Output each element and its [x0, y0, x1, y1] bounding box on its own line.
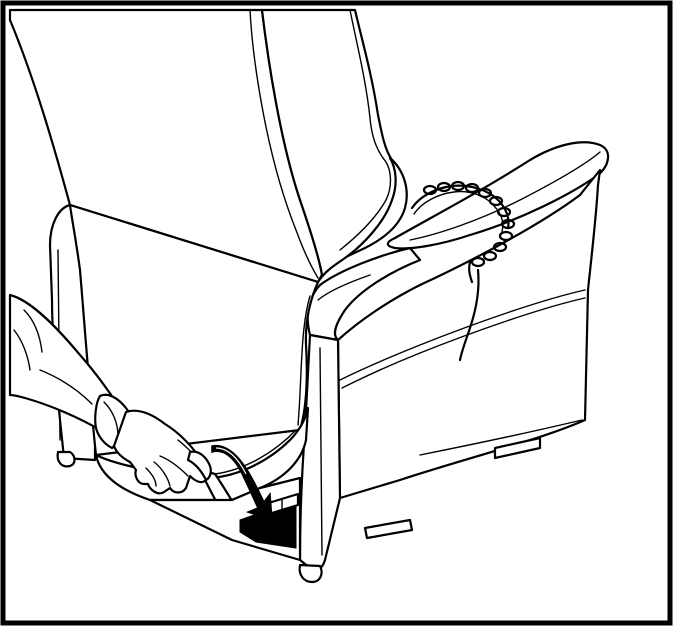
chair-illustration [0, 0, 673, 626]
instruction-figure [0, 0, 673, 626]
